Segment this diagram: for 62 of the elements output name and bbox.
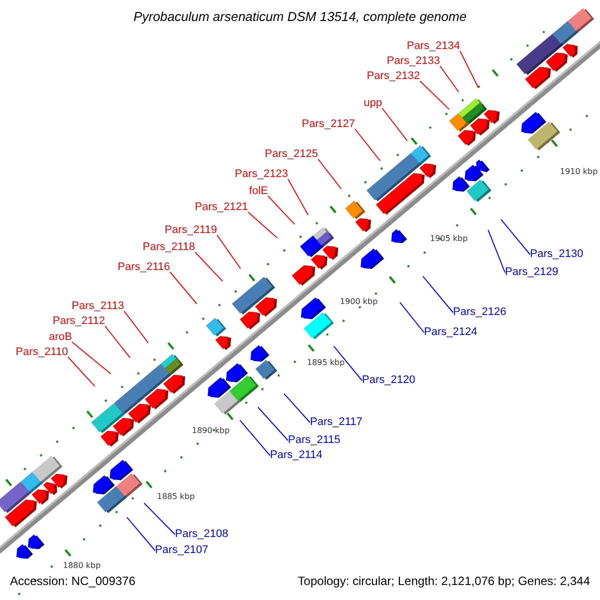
gene-label: Pars_2120 [362, 374, 416, 387]
leader-line [268, 196, 296, 225]
gene-label: Pars_2113 [72, 300, 124, 313]
leader-line [420, 80, 450, 110]
leader-line [288, 178, 309, 216]
gene-label: Pars_2110 [16, 346, 68, 359]
gene-label: Pars_2115 [288, 434, 340, 447]
gene-label: Pars_2129 [505, 266, 558, 279]
gene-label: Pars_2119 [164, 224, 217, 237]
gene-label: Pars_2121 [194, 201, 248, 214]
scale-label: 1895 kbp [307, 358, 345, 368]
leader-line [382, 108, 408, 142]
leader-line [68, 356, 96, 387]
leader-line [354, 128, 381, 162]
leader-line [488, 229, 506, 273]
gene-label: Pars_2118 [142, 241, 195, 254]
gene-label: Pars_2132 [366, 70, 420, 83]
scale-label: 1890 kbp [192, 426, 230, 436]
gene-label: upp [364, 97, 382, 110]
leader-line [170, 272, 198, 304]
gene-label: Pars_2117 [310, 416, 362, 429]
gene-label: Pars_2108 [175, 528, 228, 541]
gene-label: Pars_2134 [406, 40, 460, 53]
scale-label: 1910 kbp [560, 167, 598, 177]
leader-line [239, 420, 270, 456]
gene-label: Pars_2112 [52, 315, 105, 328]
gene-label: Pars_2116 [118, 261, 170, 274]
scale-label: 1900 kbp [340, 297, 378, 307]
leader-line [399, 302, 424, 333]
scale-label: 1880 kbp [63, 561, 101, 571]
leader-line [216, 234, 241, 269]
gene-label: Pars_2114 [270, 449, 322, 462]
leader-line [124, 310, 149, 344]
gene-label: folE [249, 185, 268, 198]
genome-summary-text: Topology: circular; Length: 2,121,076 bp; Genes: 2,344 [298, 575, 590, 588]
leader-line [194, 252, 223, 282]
gene-label: Pars_2133 [386, 55, 440, 68]
leader-line [248, 212, 278, 238]
gene-label: Pars_2127 [302, 118, 355, 131]
leader-line [104, 326, 131, 358]
leader-line [440, 66, 460, 92]
scale-label: 1885 kbp [157, 492, 195, 502]
gene-label: Pars_2123 [234, 168, 288, 181]
title: Pyrobaculum arsenaticum DSM 13514, complete genome [132, 10, 468, 23]
gene-label: Pars_2107 [155, 544, 208, 557]
gene-label: Pars_2126 [453, 306, 506, 319]
leader-line [144, 502, 176, 535]
leader-line [333, 346, 362, 381]
gene-label: aroB [48, 331, 72, 344]
leader-line [460, 50, 479, 88]
gene-label: Pars_2130 [530, 248, 584, 261]
scale-label: 1905 kbp [430, 234, 468, 244]
leader-line [422, 276, 454, 313]
leader-line [500, 218, 530, 255]
leader-line [72, 342, 112, 374]
gene-label: Pars_2124 [424, 326, 478, 339]
leader-line [126, 516, 156, 551]
accession-text: Accession: NC_009376 [10, 575, 136, 588]
leader-line [284, 393, 310, 423]
leader-line [258, 406, 288, 441]
gene-label: Pars_2125 [264, 148, 318, 161]
leader-line [318, 158, 342, 190]
